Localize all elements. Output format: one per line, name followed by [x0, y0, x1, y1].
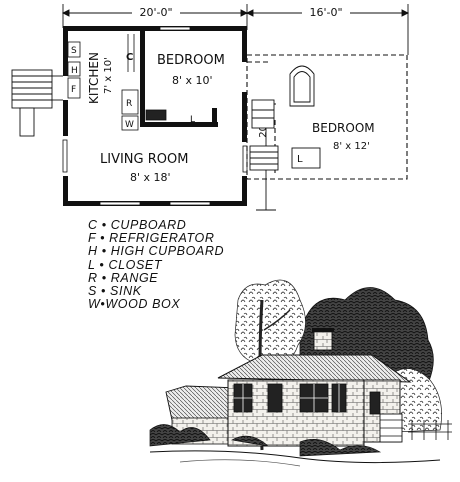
main-width-dimension: 20'-0" — [139, 6, 172, 19]
chimney — [313, 329, 333, 351]
addition-width-dimension: 16'-0" — [309, 6, 342, 19]
foundation-shrubs — [149, 424, 382, 457]
ground-line — [149, 450, 441, 464]
kitchen-fixture-marks: S H F C R W L — [71, 46, 195, 130]
high-cupboard-mark: H — [71, 66, 78, 76]
wood-box-mark: W — [125, 120, 134, 130]
bedroom-addition-label: BEDROOM — [312, 121, 375, 135]
fixture-legend: C • CUPBOARD F • REFRIGERATOR H • HIGH C… — [88, 218, 225, 312]
closet-mark-main: L — [190, 115, 195, 125]
legend-item-closet: L • CLOSET — [88, 257, 163, 272]
living-room-size: 8' x 18' — [130, 171, 171, 184]
legend-item-sink: S • SINK — [88, 284, 142, 299]
main-house-walls — [63, 26, 247, 206]
legend-item-range: R • RANGE — [88, 270, 159, 285]
legend-item-wood-box: W•WOOD BOX — [88, 297, 181, 312]
kitchen-label: KITCHEN — [87, 52, 101, 104]
legend-item-high-cupboard: H • HIGH CUPBOARD — [88, 244, 225, 259]
kitchen-size: 7' x 10' — [103, 57, 114, 94]
bedroom-addition-fixtures — [249, 65, 321, 171]
refrigerator-mark: F — [71, 85, 76, 95]
bedroom-addition-size: 8' x 12' — [333, 141, 370, 152]
bedroom-main-size: 8' x 10' — [172, 74, 213, 87]
legend-item-refrigerator: F • REFRIGERATOR — [88, 231, 215, 246]
fence — [408, 420, 452, 440]
range-mark: R — [126, 99, 132, 109]
left-tree-foliage — [234, 279, 306, 367]
bedroom-main-label: BEDROOM — [157, 53, 225, 68]
cupboard-mark: C — [126, 52, 133, 63]
sink-mark: S — [71, 46, 77, 56]
kitchen-fixtures — [67, 34, 167, 131]
house-sketch — [149, 279, 452, 467]
rear-stair — [11, 69, 63, 137]
living-room-label: LIVING ROOM — [100, 152, 188, 167]
legend-item-cupboard: C • CUPBOARD — [88, 218, 187, 232]
side-depth-dimension: 20' — [258, 122, 269, 137]
dimension-lines — [61, 4, 410, 211]
closet-mark-addition: L — [297, 154, 303, 165]
right-shrubs — [389, 368, 442, 433]
